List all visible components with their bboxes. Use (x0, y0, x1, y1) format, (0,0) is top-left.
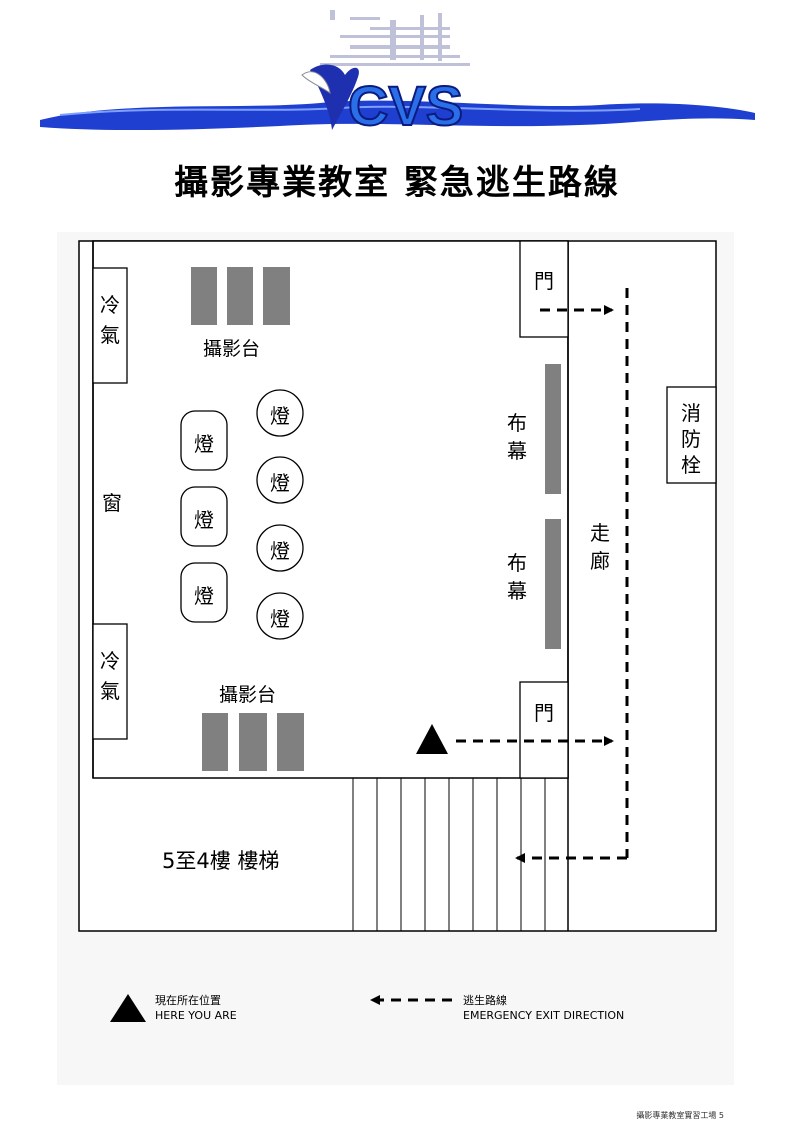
page-title: 攝影專業教室 緊急逃生路線 (174, 163, 620, 203)
lamp-square-3 (180, 562, 228, 623)
photo-stage-bottom (202, 713, 304, 771)
corridor-label-2: 廊 (590, 549, 610, 573)
legend-here-en: HERE YOU ARE (155, 1009, 237, 1022)
lamp-label-round-2: 燈 (270, 471, 290, 495)
classroom-outline (92, 240, 569, 779)
lamp-round-4 (256, 592, 304, 640)
lamp-round-3 (256, 524, 304, 572)
escape-route (456, 288, 629, 863)
curtain-bottom (545, 519, 561, 649)
logo-skyline-decoration (320, 10, 470, 66)
hydrant-label-3: 栓 (681, 453, 701, 477)
stage-label-bottom: 攝影台 (219, 684, 277, 706)
door-bottom (519, 681, 569, 779)
ac-unit-bottom (92, 623, 128, 740)
lamp-square-1 (180, 410, 228, 471)
ac-label-bottom-1: 冷 (100, 649, 120, 673)
ac-unit-top (92, 267, 128, 384)
window-label: 窗 (102, 491, 122, 515)
photo-stage-top (191, 267, 290, 325)
lamp-label-square-1: 燈 (194, 432, 214, 456)
lamp-round-2 (256, 456, 304, 504)
lamp-round-1 (256, 389, 304, 437)
lamp-label-round-1: 燈 (270, 404, 290, 428)
legend-exit-en: EMERGENCY EXIT DIRECTION (463, 1009, 625, 1022)
door-top (519, 240, 569, 338)
you-are-here-triangle-icon (416, 724, 448, 754)
hydrant-label-2: 防 (681, 427, 701, 451)
lamp-label-square-2: 燈 (194, 508, 214, 532)
logo-wave (40, 100, 755, 131)
lamp-square-2 (180, 486, 228, 547)
fire-hydrant (666, 386, 717, 484)
curtain-label-bottom-2: 幕 (507, 579, 527, 603)
curtain-label-top-2: 幕 (507, 439, 527, 463)
stage-label-top: 攝影台 (203, 338, 261, 360)
legend-exit-zh: 逃生路線 (463, 994, 507, 1007)
ac-label-bottom-2: 氣 (100, 679, 120, 703)
lamp-label-round-4: 燈 (270, 607, 290, 631)
curtain-label-bottom-1: 布 (507, 551, 527, 575)
lamp-label-round-3: 燈 (270, 539, 290, 563)
cvs-logo: CVS (40, 10, 755, 138)
corridor-label-1: 走 (590, 521, 610, 545)
legend-here-zh: 現在所在位置 (155, 994, 221, 1007)
lamp-label-square-3: 燈 (194, 584, 214, 608)
curtain-top (545, 364, 561, 494)
curtain-label-top-1: 布 (507, 411, 527, 435)
legend-here-triangle-icon (110, 994, 146, 1022)
door-label-top: 門 (534, 269, 554, 293)
stairs-label: 5至4樓 樓梯 (162, 849, 280, 873)
logo-text: CVS (348, 74, 463, 137)
door-label-bottom: 門 (534, 701, 554, 725)
ac-label-top-1: 冷 (100, 293, 120, 317)
ac-label-top-2: 氣 (100, 323, 120, 347)
page-footer: 攝影專業教室實習工場 5 (636, 1111, 724, 1120)
hydrant-label-1: 消 (681, 401, 701, 425)
